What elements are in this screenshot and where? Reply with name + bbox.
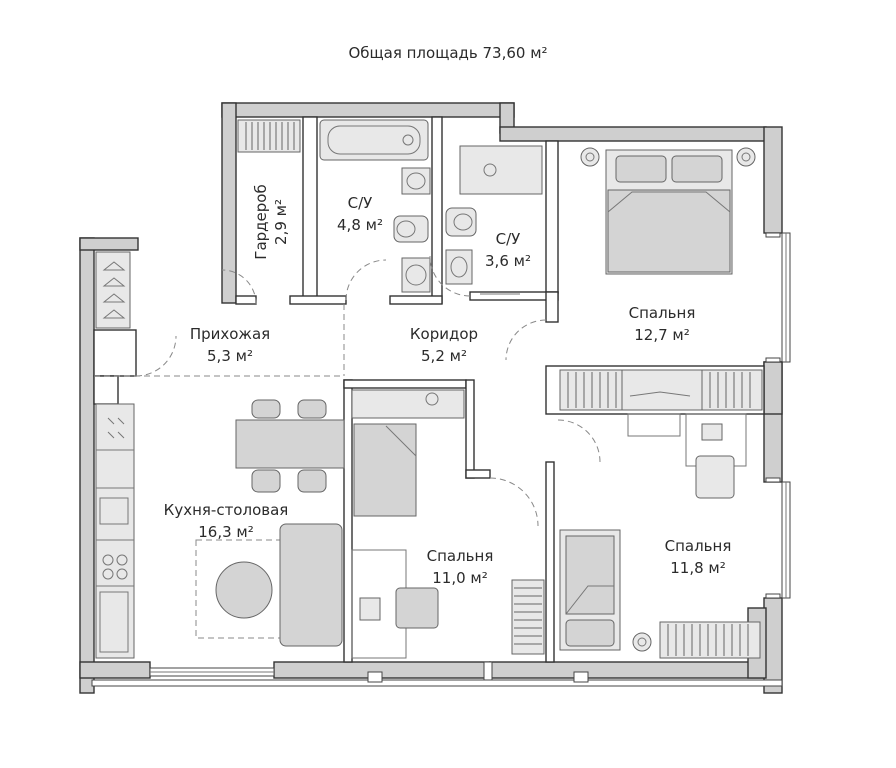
single-bed-icon (559, 529, 761, 659)
kitchen-counter-icon (95, 403, 135, 659)
wardrobe-shelf-icon (237, 119, 301, 153)
room-label-bathroom-2: С/У 3,6 м² (485, 230, 531, 270)
bathroom-fixtures-icon (393, 167, 431, 293)
svg-text:С/У: С/У (496, 230, 521, 248)
shower-icon (459, 145, 543, 195)
sofa-icon (195, 523, 343, 647)
bedroom2-bed-icon (351, 389, 465, 659)
svg-text:4,8 м²: 4,8 м² (337, 216, 383, 234)
toilet-icon (445, 207, 477, 237)
radiator-icon (511, 579, 545, 655)
room-label-bedroom-1: Спальня 12,7 м² (629, 304, 696, 344)
coat-rack-icon (95, 251, 131, 329)
closet-icon (559, 369, 763, 411)
svg-text:С/У: С/У (348, 194, 373, 212)
outer-walls (79, 102, 791, 694)
svg-text:2,9 м²: 2,9 м² (272, 199, 290, 245)
svg-text:Спальня: Спальня (629, 304, 696, 322)
svg-text:Гардероб: Гардероб (252, 184, 270, 259)
svg-text:5,2 м²: 5,2 м² (421, 347, 467, 365)
svg-text:3,6 м²: 3,6 м² (485, 252, 531, 270)
doors (135, 255, 601, 527)
svg-text:5,3 м²: 5,3 м² (207, 347, 253, 365)
room-label-hallway: Прихожая 5,3 м² (190, 325, 270, 365)
desk-icon (627, 413, 747, 499)
svg-text:11,0 м²: 11,0 м² (432, 569, 488, 587)
svg-text:Прихожая: Прихожая (190, 325, 270, 343)
sink-icon (445, 249, 473, 285)
total-area-label: Общая площадь 73,60 м² (348, 44, 547, 62)
room-label-bedroom-3: Спальня 11,8 м² (665, 537, 732, 577)
svg-text:Коридор: Коридор (410, 325, 478, 343)
double-bed-icon (580, 147, 756, 275)
room-label-corridor: Коридор 5,2 м² (410, 325, 478, 365)
dining-table-icon (235, 399, 345, 493)
svg-text:Спальня: Спальня (427, 547, 494, 565)
room-label-wardrobe: Гардероб 2,9 м² (252, 184, 290, 259)
svg-text:12,7 м²: 12,7 м² (634, 326, 690, 344)
svg-text:Кухня-столовая: Кухня-столовая (164, 501, 289, 519)
room-label-kitchen-dining: Кухня-столовая 16,3 м² (164, 501, 289, 541)
svg-text:16,3 м²: 16,3 м² (198, 523, 254, 541)
bathtub-icon (319, 119, 429, 161)
room-label-bathroom-1: С/У 4,8 м² (337, 194, 383, 234)
room-label-bedroom-2: Спальня 11,0 м² (427, 547, 494, 587)
svg-text:Спальня: Спальня (665, 537, 732, 555)
svg-text:11,8 м²: 11,8 м² (670, 559, 726, 577)
